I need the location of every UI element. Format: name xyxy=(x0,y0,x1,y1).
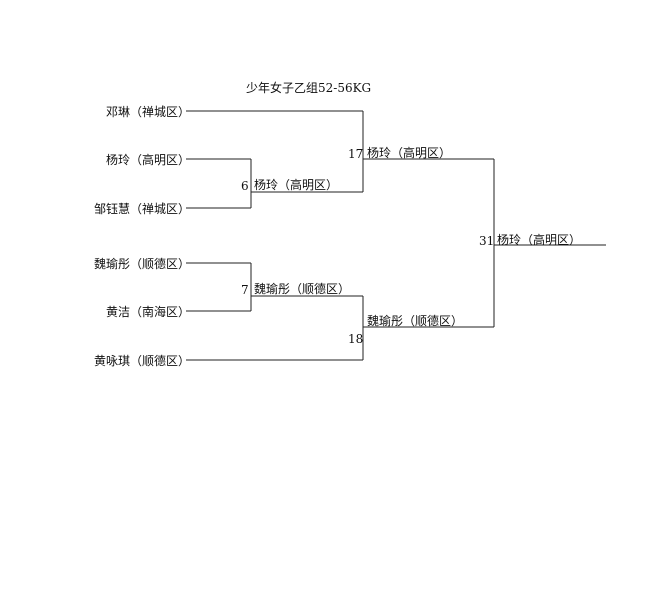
entrant-2: 杨玲（高明区） xyxy=(105,153,190,167)
match-17-winner: 杨玲（高明区） xyxy=(367,146,452,160)
entrant-6: 黄咏琪（顺德区） xyxy=(93,354,190,368)
match-17-number: 17 xyxy=(348,147,364,161)
entrant-1: 邓琳（禅城区） xyxy=(105,105,190,119)
match-18-winner: 魏瑜彤（顺德区） xyxy=(367,314,464,328)
entrant-3: 邹钰慧（禅城区） xyxy=(93,202,190,216)
bracket-title: 少年女子乙组52-56KG xyxy=(246,81,372,95)
match-18-number: 18 xyxy=(348,332,364,346)
champion-name: 杨玲（高明区） xyxy=(497,233,582,247)
entrant-4: 魏瑜彤（顺德区） xyxy=(93,257,190,271)
match-7-number: 7 xyxy=(241,283,249,297)
entrant-5: 黄洁（南海区） xyxy=(105,305,190,319)
match-7-winner: 魏瑜彤（顺德区） xyxy=(254,282,351,296)
match-6-winner: 杨玲（高明区） xyxy=(254,178,339,192)
match-31-number: 31 xyxy=(479,234,495,248)
match-6-number: 6 xyxy=(241,179,249,193)
